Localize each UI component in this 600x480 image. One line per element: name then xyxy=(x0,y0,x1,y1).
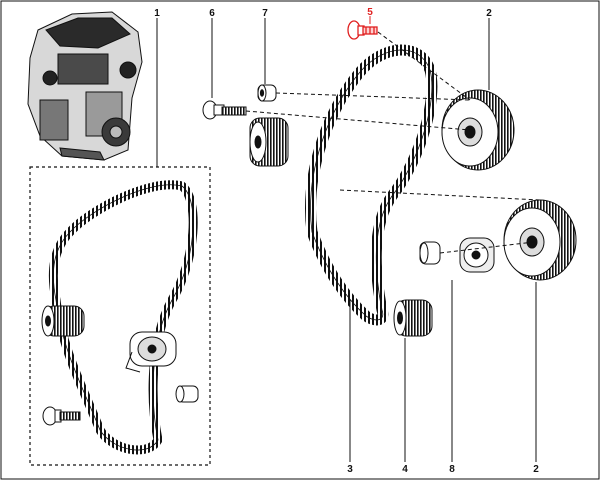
callout-4: 4 xyxy=(402,464,408,475)
pulley-hub xyxy=(459,237,495,273)
kit-contents-box xyxy=(29,166,211,466)
spacer-sleeve xyxy=(419,241,441,265)
tensioner-pulley xyxy=(249,117,289,167)
callout-2-bottom: 2 xyxy=(533,464,539,475)
callout-6: 6 xyxy=(209,8,215,19)
idler-roller xyxy=(393,299,433,337)
timing-belt xyxy=(305,44,438,326)
engine-illustration xyxy=(27,11,143,161)
callout-1: 1 xyxy=(154,8,160,19)
camshaft-pulley-upper xyxy=(441,89,515,171)
tensioner-bolt xyxy=(202,100,247,120)
assembly-guide-lines xyxy=(245,31,541,254)
washer xyxy=(257,84,277,102)
bolt-small xyxy=(42,406,81,426)
tensioner-pulley-small xyxy=(125,331,177,373)
callout-3: 3 xyxy=(347,464,353,475)
callout-leader-lines xyxy=(156,18,537,462)
callout-7: 7 xyxy=(262,8,268,19)
spacer-washer-small xyxy=(175,385,199,403)
callout-8: 8 xyxy=(449,464,455,475)
camshaft-pulley-lower xyxy=(503,199,577,281)
callout-2-top: 2 xyxy=(486,8,492,19)
highlighted-bolt xyxy=(347,20,378,40)
callout-5: 5 xyxy=(367,7,373,18)
idler-roller-small xyxy=(41,305,85,337)
